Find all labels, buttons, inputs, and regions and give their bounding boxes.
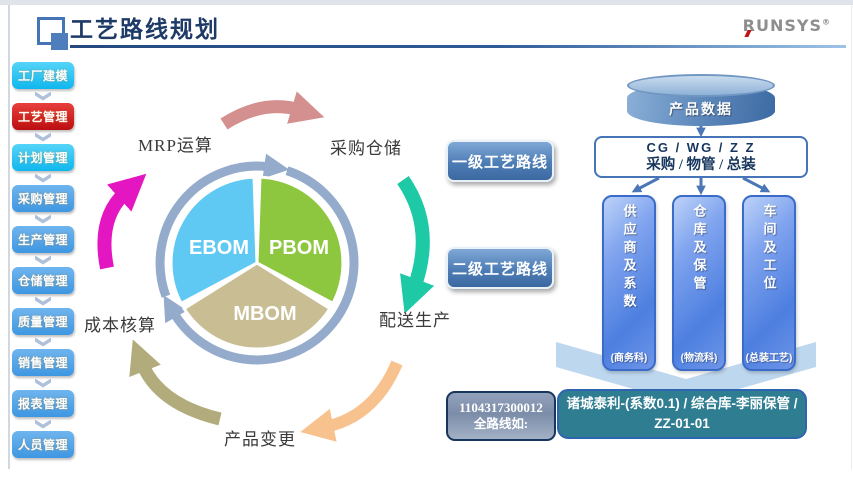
registered-trademark-symbol: ® — [822, 17, 831, 27]
database-cylinder-top — [627, 74, 775, 97]
sidebar-menu: 工厂建模 工艺管理 计划管理 采购管理 生产管理 仓储管理 质量管理 销售管理 … — [12, 62, 74, 458]
logo-filled-square-icon — [51, 33, 68, 50]
title-underline — [70, 45, 846, 48]
workshop-column-caption: (总装工艺) — [745, 353, 793, 364]
sidebar-item-report-management[interactable]: 报表管理 — [12, 390, 74, 417]
supplier-column: 供应商及系数 (商务科) — [602, 195, 656, 371]
product-data-database: 产品数据 — [627, 74, 775, 128]
level1-route-button[interactable]: 一级工艺路线 — [446, 140, 554, 182]
sidebar-item-personnel-management[interactable]: 人员管理 — [12, 431, 74, 458]
route-codes-box: CG / WG / Z Z 采购 / 物管 / 总装 — [594, 136, 808, 178]
level2-route-button[interactable]: 二级工艺路线 — [446, 247, 554, 289]
label-cost-accounting: 成本核算 — [84, 316, 156, 335]
curved-arrow-bottom-khaki — [129, 339, 222, 426]
runsys-logo: RUNSYS® — [742, 16, 831, 37]
sidebar-item-quality-management[interactable]: 质量管理 — [12, 308, 74, 335]
workshop-column: 车间及工位 (总装工艺) — [742, 195, 796, 371]
cycle-ring — [155, 153, 359, 365]
label-product-change: 产品变更 — [224, 430, 296, 449]
label-mrp-computation: MRP运算 — [138, 136, 213, 155]
sidebar-item-warehouse-management[interactable]: 仓储管理 — [12, 267, 74, 294]
route-code-number: 1104317300012 — [459, 399, 543, 415]
curved-arrow-bottom-orange — [300, 360, 403, 442]
sidebar-item-process-management[interactable]: 工艺管理 — [12, 103, 74, 130]
sidebar-item-sales-management[interactable]: 销售管理 — [12, 349, 74, 376]
label-purchase-storage: 采购仓储 — [330, 139, 402, 158]
route-code-label: 全路线如: — [473, 417, 529, 432]
sidebar-item-factory-modeling[interactable]: 工厂建模 — [12, 62, 74, 89]
sidebar-item-purchase-management[interactable]: 采购管理 — [12, 185, 74, 212]
warehouse-column-caption: (物流科) — [680, 353, 718, 364]
route-codes-abbrev: CG / WG / Z Z — [646, 139, 756, 155]
sidebar-item-plan-management[interactable]: 计划管理 — [12, 144, 74, 171]
supplier-column-caption: (商务科) — [610, 353, 648, 364]
curved-arrow-right-teal — [397, 176, 435, 314]
supplier-column-title: 供应商及系数 — [621, 204, 637, 312]
slide-top-border — [0, 0, 853, 5]
ebom-label: EBOM — [189, 237, 249, 259]
mbom-label: MBOM — [233, 303, 296, 325]
label-delivery-production: 配送生产 — [379, 311, 451, 330]
bom-pie-chart — [169, 175, 345, 351]
workshop-column-title: 车间及工位 — [761, 204, 777, 294]
runsys-wordmark: RUNSYS — [742, 16, 822, 35]
pbom-segment — [255, 175, 345, 306]
slide-right-border — [851, 5, 852, 469]
mbom-segment — [182, 261, 332, 351]
curved-arrow-left-magenta — [97, 173, 147, 270]
warehouse-column-title: 仓库及保管 — [691, 204, 707, 294]
route-codes-names: 采购 / 物管 / 总装 — [646, 157, 756, 174]
page-title: 工艺路线规划 — [70, 16, 220, 42]
ebom-segment — [169, 175, 259, 306]
warehouse-column: 仓库及保管 (物流科) — [672, 195, 726, 371]
pbom-label: PBOM — [269, 237, 329, 259]
curved-arrow-top-pink — [220, 91, 325, 130]
route-result-box: 诸城泰利-(系数0.1) / 综合库-李丽保管 / ZZ-01-01 — [557, 389, 807, 439]
slide-left-border — [8, 5, 10, 469]
route-code-box: 1104317300012 全路线如: — [446, 391, 556, 441]
sidebar-item-production-management[interactable]: 生产管理 — [12, 226, 74, 253]
product-data-label: 产品数据 — [669, 103, 733, 118]
